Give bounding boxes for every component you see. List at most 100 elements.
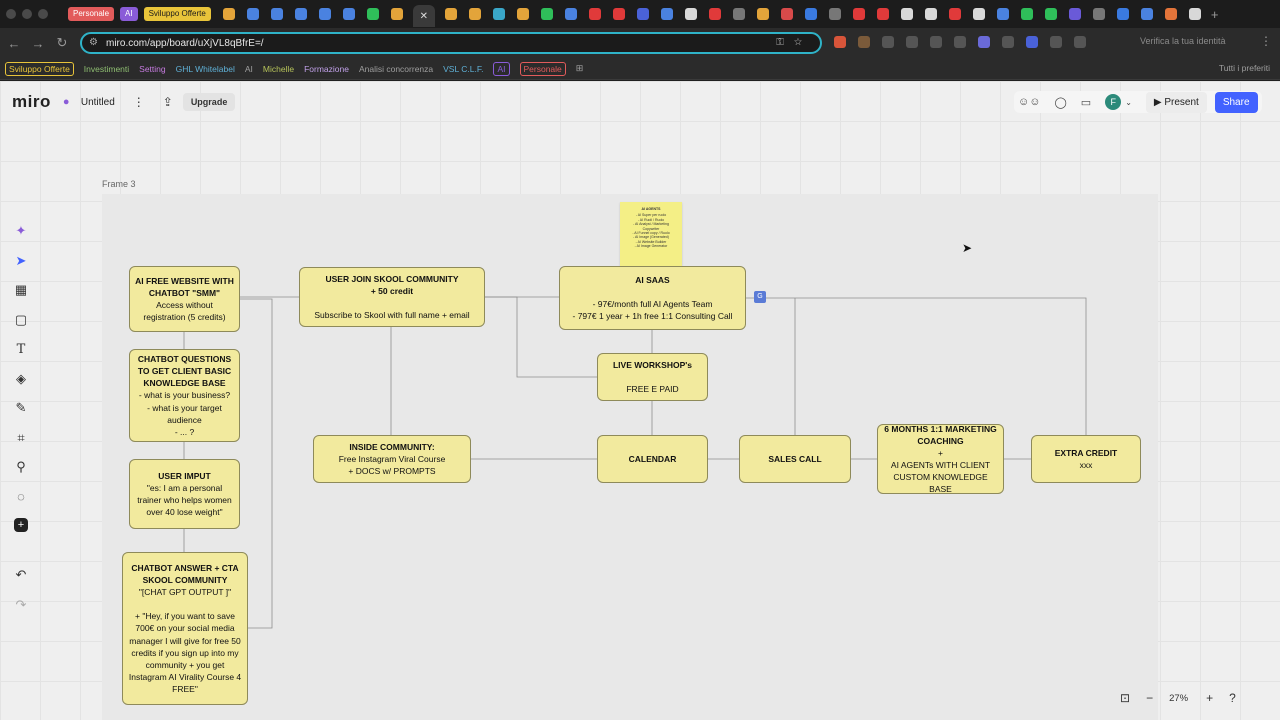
tab-favicon[interactable] <box>996 8 1009 20</box>
tab-favicon[interactable] <box>708 8 721 20</box>
tab-favicon[interactable] <box>294 8 307 20</box>
window-zoom-dot[interactable] <box>38 9 48 19</box>
export-icon[interactable]: ⇪ <box>162 95 173 109</box>
flow-node-user-input[interactable]: USER IMPUT "es: I am a personal trainer … <box>129 459 240 529</box>
browser-menu-icon[interactable]: ⋮ <box>1260 34 1272 48</box>
board-menu-icon[interactable]: ⋮ <box>132 95 145 109</box>
flow-node-inside-community[interactable]: INSIDE COMMUNITY: Free Instagram Viral C… <box>313 435 471 483</box>
tab-favicon[interactable] <box>756 8 769 20</box>
tab-favicon[interactable] <box>660 8 673 20</box>
flow-node-extra-credit[interactable]: EXTRA CREDIT xxx <box>1031 435 1141 483</box>
bookmark-star-icon[interactable]: ⚿☆ <box>776 37 812 48</box>
share-button[interactable]: Share <box>1214 91 1258 113</box>
identity-button[interactable]: Verifica la tua identità <box>1140 36 1226 46</box>
window-close-dot[interactable] <box>6 9 16 19</box>
tab-favicon[interactable] <box>342 8 355 20</box>
tab-favicon[interactable] <box>270 8 283 20</box>
tab-favicon[interactable] <box>948 8 961 20</box>
tab-favicon[interactable] <box>1020 8 1033 20</box>
comments-icon[interactable]: ◯ <box>1054 96 1067 109</box>
extension-icon[interactable] <box>882 36 894 48</box>
tab-group-chip[interactable]: Personale <box>68 7 115 21</box>
tab-favicon[interactable] <box>366 8 379 20</box>
flow-node-free-website[interactable]: AI FREE WEBSITE WITH CHATBOT "SMM" Acces… <box>129 266 240 332</box>
tab-favicon[interactable] <box>1140 8 1153 20</box>
tab-favicon[interactable] <box>390 8 403 20</box>
extension-icon[interactable] <box>930 36 942 48</box>
puzzle-icon[interactable] <box>1050 36 1062 48</box>
flow-node-coaching[interactable]: 6 MONTHS 1:1 MARKETING COACHING + AI AGE… <box>877 424 1004 494</box>
tab-favicon[interactable] <box>1092 8 1105 20</box>
new-tab-icon[interactable]: + <box>1210 6 1219 22</box>
tab-favicon[interactable] <box>492 8 505 20</box>
fit-view-icon[interactable]: ⊡ <box>1120 691 1131 705</box>
apps-grid-icon[interactable]: ⊞ <box>575 63 584 73</box>
comment-icon[interactable]: ◌ <box>17 489 25 504</box>
tab-favicon[interactable] <box>828 8 841 20</box>
translate-icon[interactable]: G <box>754 291 766 303</box>
extension-icon[interactable] <box>978 36 990 48</box>
miro-logo[interactable]: miro <box>12 92 51 111</box>
tab-favicon[interactable] <box>222 8 235 20</box>
tab-favicon[interactable] <box>1188 8 1201 20</box>
tab-favicon[interactable] <box>900 8 913 20</box>
all-favorites-link[interactable]: Tutti i preferiti <box>1218 63 1270 73</box>
extension-icon[interactable] <box>1026 36 1038 48</box>
chevron-down-icon[interactable]: ⌄ <box>1125 97 1132 107</box>
add-more-icon[interactable]: + <box>14 518 28 532</box>
tab-favicon[interactable] <box>612 8 625 20</box>
tab-favicon[interactable] <box>588 8 601 20</box>
flow-node-chatbot-questions[interactable]: CHATBOT QUESTIONS TO GET CLIENT BASIC KN… <box>129 349 240 442</box>
bookmark-folder[interactable]: Formazione <box>304 63 349 74</box>
select-cursor-icon[interactable]: ➤ <box>15 252 27 268</box>
upgrade-button[interactable]: Upgrade <box>182 93 236 111</box>
extension-icon[interactable] <box>858 36 870 48</box>
tab-favicon[interactable] <box>516 8 529 20</box>
shapes-icon[interactable]: ◈ <box>16 370 26 386</box>
forward-icon[interactable]: → <box>31 35 45 51</box>
tab-favicon[interactable] <box>246 8 259 20</box>
tab-favicon[interactable] <box>1164 8 1177 20</box>
sticky-note-icon[interactable]: ▢ <box>14 311 28 327</box>
tab-favicon[interactable] <box>924 8 937 20</box>
bookmark-folder[interactable]: Sviluppo Offerte <box>5 61 74 76</box>
user-avatar[interactable]: F <box>1105 94 1122 110</box>
zoom-out-icon[interactable]: − <box>1146 691 1154 705</box>
tab-group-chip[interactable]: Sviluppo Offerte <box>143 7 211 21</box>
miro-canvas[interactable]: Frame 3 AI AGENTS - AI Super per ruolo -… <box>0 81 1280 720</box>
tab-favicon[interactable] <box>636 8 649 20</box>
bookmark-folder[interactable]: Personale <box>519 61 566 76</box>
text-icon[interactable]: T <box>16 341 26 357</box>
back-icon[interactable]: ← <box>7 35 21 51</box>
address-bar[interactable]: ⚙ miro.com/app/board/uXjVL8qBfrE=/ ⚿☆ <box>80 32 822 54</box>
extension-icon[interactable] <box>954 36 966 48</box>
ai-sparkle-icon[interactable]: ✦ <box>15 223 27 238</box>
side-panel-icon[interactable] <box>1074 36 1086 48</box>
zoom-in-icon[interactable]: + <box>1206 691 1214 705</box>
tab-favicon[interactable] <box>804 8 817 20</box>
tab-favicon[interactable] <box>732 8 745 20</box>
bookmark-folder[interactable]: Setting <box>139 63 166 74</box>
tab-favicon[interactable] <box>468 8 481 20</box>
zoom-level[interactable]: 27% <box>1169 692 1189 704</box>
flow-node-calendar[interactable]: CALENDAR <box>597 435 708 483</box>
active-tab-close-icon[interactable]: ✕ <box>412 5 435 27</box>
reload-icon[interactable]: ↻ <box>56 35 68 50</box>
present-button[interactable]: ▶ Present <box>1145 91 1207 113</box>
bookmark-folder[interactable]: GHL Whitelabel <box>175 63 235 74</box>
tab-favicon[interactable] <box>852 8 865 20</box>
redo-icon[interactable]: ↷ <box>15 596 27 612</box>
flow-node-chatbot-answer[interactable]: CHATBOT ANSWER + CTA SKOOL COMMUNITY "[C… <box>122 552 248 705</box>
reactions-icon[interactable]: ☺☺ <box>1018 96 1041 108</box>
undo-icon[interactable]: ↶ <box>15 567 27 582</box>
bookmark-folder[interactable]: Analisi concorrenza <box>358 63 434 74</box>
video-call-icon[interactable]: ▭ <box>1080 96 1092 109</box>
site-info-icon[interactable]: ⚙ <box>89 37 98 48</box>
tab-favicon[interactable] <box>318 8 331 20</box>
bookmark-folder[interactable]: AI <box>493 61 510 76</box>
flow-node-live-workshops[interactable]: LIVE WORKSHOP's FREE E PAID <box>597 353 708 401</box>
bookmark-folder[interactable]: Michelle <box>262 63 295 74</box>
sticky-note[interactable]: AI AGENTS - AI Super per ruolo - AI Ruol… <box>620 202 682 266</box>
help-icon[interactable]: ? <box>1229 691 1236 705</box>
bookmark-folder[interactable]: VSL C.L.F. <box>443 63 484 74</box>
